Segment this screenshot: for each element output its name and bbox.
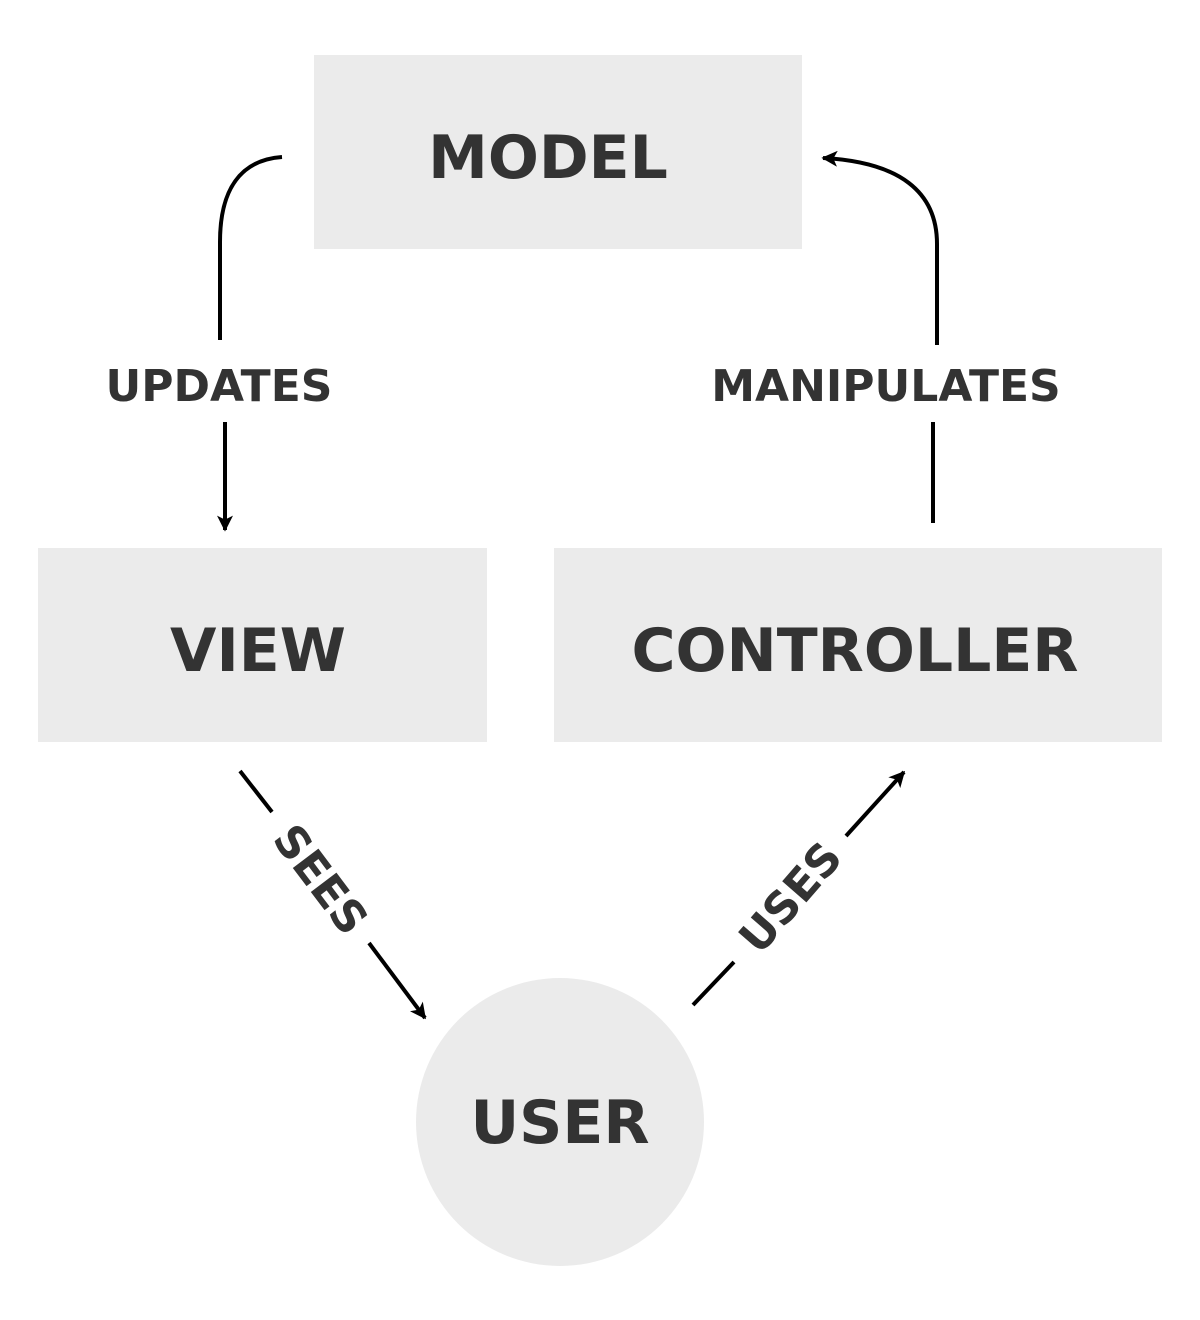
uses-label: USES	[729, 833, 852, 964]
updates-label: UPDATES	[106, 361, 333, 412]
controller-node: CONTROLLER	[554, 548, 1162, 742]
controller-label: CONTROLLER	[631, 616, 1078, 686]
sees-line-upper	[238, 769, 274, 814]
user-circle	[416, 978, 704, 1266]
controller-box	[554, 548, 1162, 742]
updates-line-upper	[218, 155, 283, 340]
model-node: MODEL	[314, 55, 802, 249]
view-node: VIEW	[38, 548, 487, 742]
uses-line-lower	[691, 960, 736, 1007]
user-label: USER	[470, 1088, 649, 1158]
manipulates-label: MANIPULATES	[711, 361, 1060, 412]
sees-edge: SEES	[238, 769, 427, 1020]
uses-edge: USES	[691, 770, 906, 1007]
view-box	[38, 548, 487, 742]
updates-edge: UPDATES	[106, 155, 333, 532]
sees-label: SEES	[262, 815, 377, 944]
uses-arrow	[844, 770, 906, 838]
user-node: USER	[416, 978, 704, 1266]
manipulates-edge: MANIPULATES	[711, 150, 1061, 523]
manipulates-arrow	[821, 150, 939, 345]
view-label: VIEW	[170, 616, 346, 686]
model-box	[314, 55, 802, 249]
sees-arrow	[367, 941, 427, 1020]
model-label: MODEL	[428, 123, 668, 193]
